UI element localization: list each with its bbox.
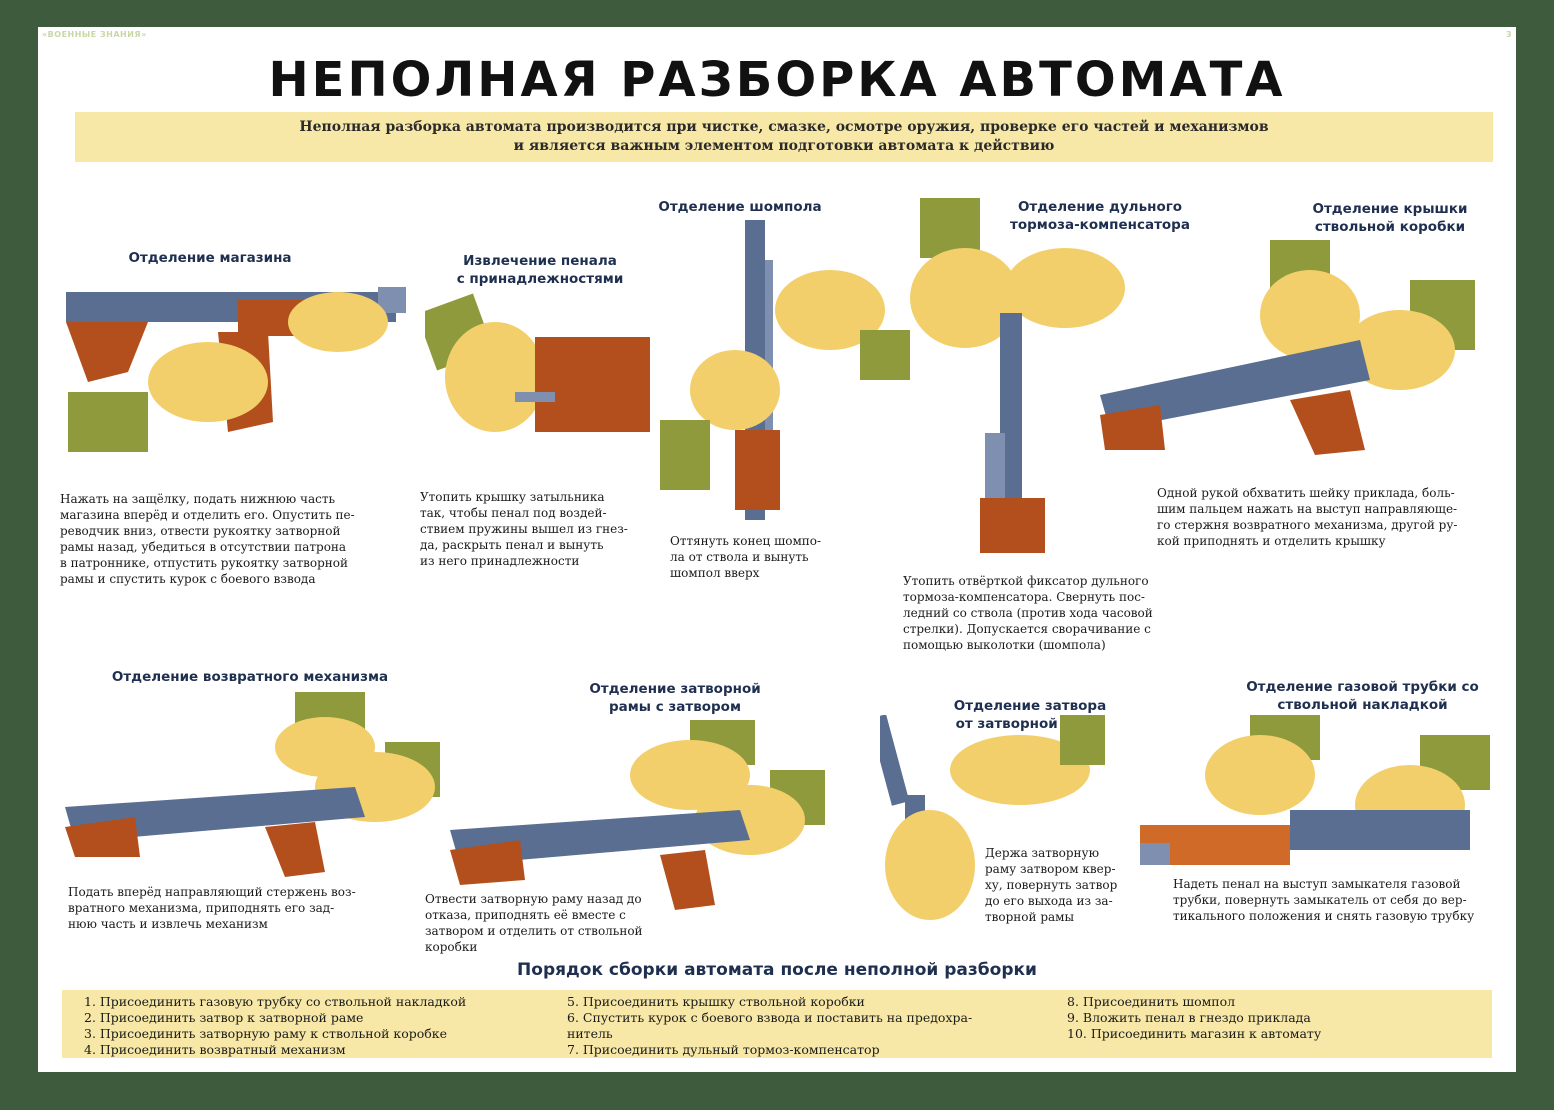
intro-band: Неполная разборка автомата производится …: [75, 112, 1493, 162]
intro-line: Неполная разборка автомата производится …: [299, 119, 1269, 135]
illustration-rod: [660, 220, 910, 520]
step-desc-magazine: Нажать на защёлку, подать нижнюю часть м…: [60, 492, 355, 586]
step-title-recoil: Отделение возвратного механизма: [111, 669, 389, 685]
illustration-muzzle: [910, 198, 1125, 553]
step-title-magazine: Отделение магазина: [128, 250, 292, 266]
poster-sheet: [38, 27, 1516, 1072]
step-title-cover: Отделение крышки ствольной коробки: [1312, 201, 1468, 235]
assembly-column-1: 1. Присоединить газовую трубку со стволь…: [84, 994, 467, 1057]
assembly-title: Порядок сборки автомата после неполной р…: [517, 960, 1037, 980]
step-title-gas-tube: Отделение газовой трубки со ствольной на…: [1246, 679, 1479, 713]
page-title: НЕПОЛНАЯ РАЗБОРКА АВТОМАТА: [268, 52, 1286, 108]
step-desc-recoil: Подать вперёд направляющий стержень воз-…: [68, 885, 356, 931]
assembly-band: 1. Присоединить газовую трубку со стволь…: [62, 990, 1492, 1058]
step-desc-carrier: Отвести затворную раму назад до отказа, …: [425, 892, 643, 954]
series-label: «ВОЕННЫЕ ЗНАНИЯ»: [42, 30, 147, 39]
assembly-column-2: 5. Присоединить крышку ствольной коробки…: [567, 994, 973, 1057]
step-desc-muzzle: Утопить отвёрткой фиксатор дульного торм…: [903, 574, 1153, 652]
step-desc-bolt: Держа затворную раму затвором квер- ху, …: [985, 846, 1118, 924]
illustration-bolt: [880, 715, 1105, 920]
step-title-kit: Извлечение пенала с принадлежностями: [456, 253, 624, 287]
illustration-cover: [1100, 240, 1475, 455]
step-desc-rod: Оттянуть конец шомпо- ла от ствола и вын…: [670, 534, 822, 580]
step-title-rod: Отделение шомпола: [658, 199, 822, 215]
step-desc-gas-tube: Надеть пенал на выступ замыкателя газово…: [1173, 877, 1475, 923]
illustration-gas-tube: [1140, 715, 1490, 865]
illustration-magazine: [66, 287, 406, 452]
illustration-recoil: [65, 692, 440, 877]
page-number: 3: [1506, 30, 1512, 39]
step-desc-kit: Утопить крышку затыльника так, чтобы пен…: [420, 490, 628, 568]
step-desc-cover: Одной рукой обхватить шейку приклада, бо…: [1157, 486, 1458, 548]
step-title-muzzle: Отделение дульного тормоза-компенсатора: [1010, 199, 1190, 233]
assembly-column-3: 8. Присоединить шомпол 9. Вложить пенал …: [1067, 994, 1322, 1041]
intro-line: и является важным элементом подготовки а…: [513, 138, 1055, 154]
step-title-carrier: Отделение затворной рамы с затвором: [589, 681, 761, 715]
illustration-carrier: [450, 720, 825, 910]
illustration-kit: [425, 293, 650, 432]
